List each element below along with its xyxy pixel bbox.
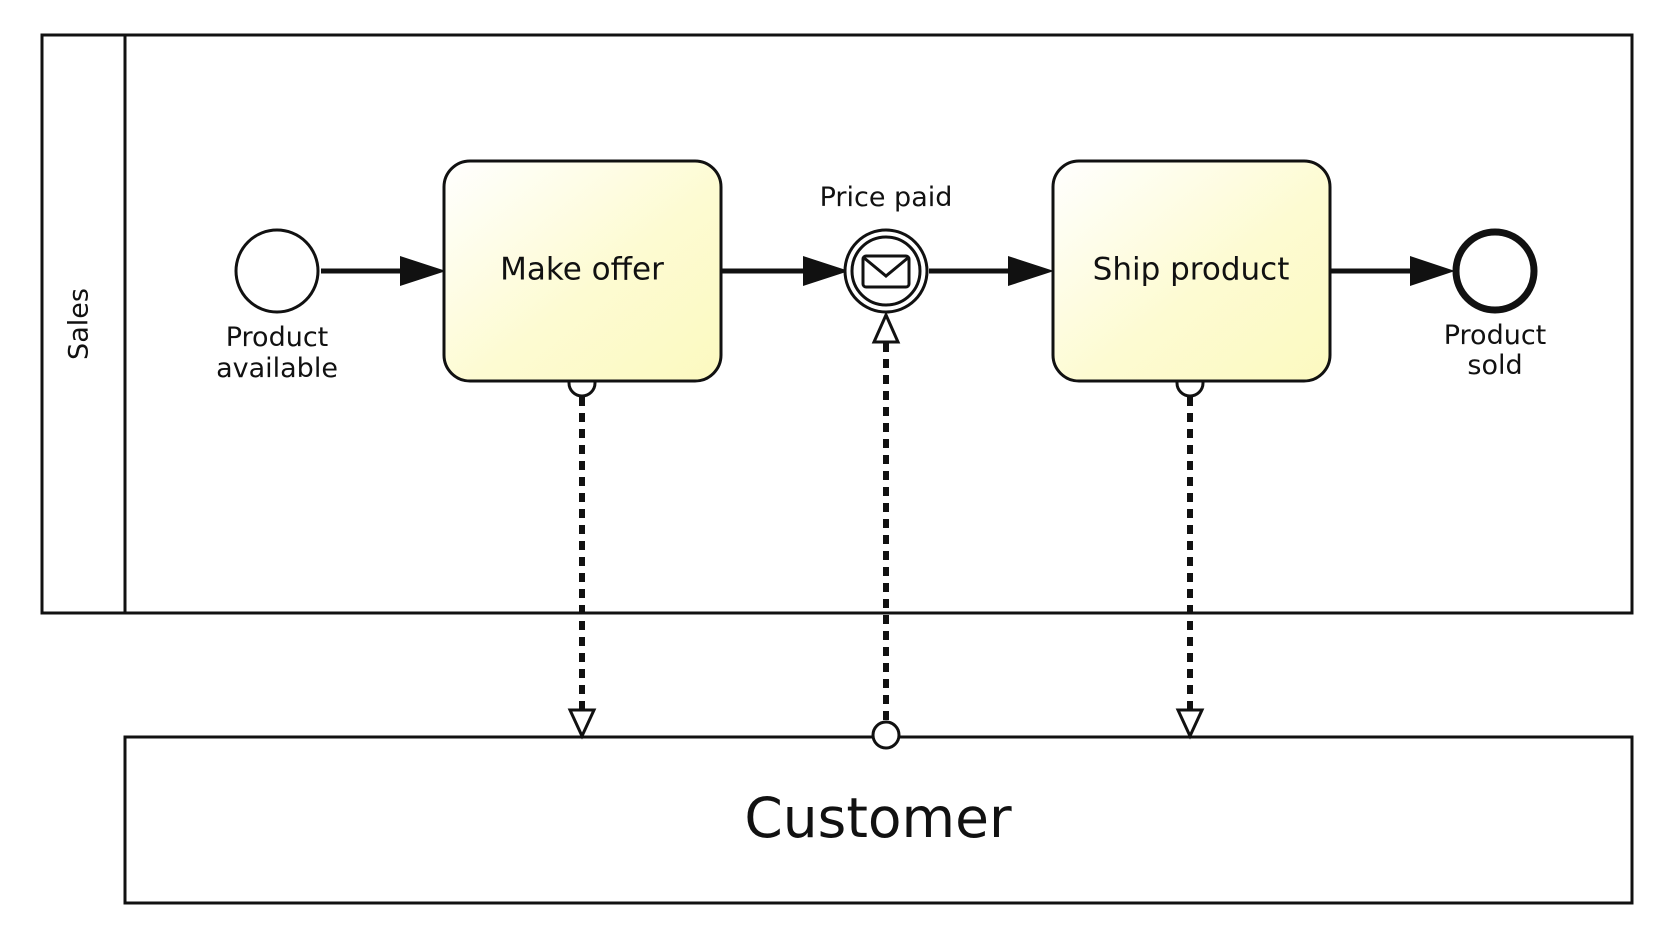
sequence-flow-make-offer-to-price-paid[interactable] — [722, 256, 849, 286]
task-ship-product[interactable]: Ship product — [1051, 159, 1332, 383]
sequence-flow-ship-product-to-end[interactable] — [1331, 256, 1455, 286]
end-event-label-line1: Product — [1444, 320, 1547, 351]
sales-pool[interactable]: Sales — [40, 33, 1634, 615]
sequence-flow-price-paid-to-ship-product[interactable] — [929, 256, 1054, 286]
intermediate-message-event-price-paid[interactable] — [843, 228, 929, 314]
end-event[interactable] — [1452, 228, 1538, 314]
start-event[interactable] — [234, 228, 320, 314]
sales-pool-label: Sales — [64, 288, 95, 360]
task-make-offer[interactable]: Make offer — [442, 159, 723, 383]
message-flow-customer-to-price-paid[interactable] — [871, 311, 901, 750]
message-flow-make-offer-to-customer[interactable] — [567, 368, 597, 740]
message-flow-ship-product-to-customer[interactable] — [1175, 368, 1205, 740]
start-event-label-line1: Product — [226, 322, 329, 353]
task-make-offer-label: Make offer — [500, 252, 664, 288]
customer-pool-label: Customer — [744, 786, 1012, 850]
price-paid-label: Price paid — [820, 182, 953, 213]
envelope-icon — [861, 254, 911, 289]
end-event-label-line2: sold — [1467, 350, 1522, 381]
start-event-label-line2: available — [216, 353, 338, 384]
customer-pool[interactable]: Customer — [123, 735, 1634, 905]
task-ship-product-label: Ship product — [1093, 252, 1290, 288]
sequence-flow-start-to-make-offer[interactable] — [321, 256, 446, 286]
